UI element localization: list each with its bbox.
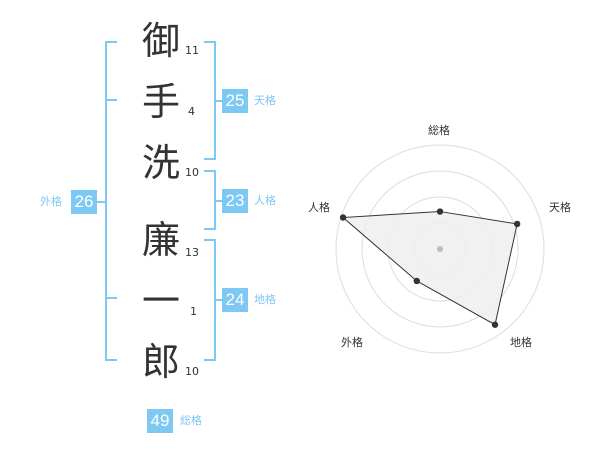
name-char-2: 手 [141, 80, 180, 124]
radar-point-4 [413, 277, 420, 285]
name-char-3-strokes: 10 [185, 166, 199, 179]
chikaku-label: 地格 [254, 293, 276, 306]
name-char-4: 廉 [141, 218, 180, 262]
radar-point-2 [513, 220, 521, 228]
name-char-4-strokes: 13 [185, 246, 199, 259]
soukaku-label: 総格 [180, 414, 202, 427]
name-char-1: 御 [141, 19, 180, 63]
name-char-6: 郎 [141, 340, 180, 384]
radar-area [341, 211, 518, 326]
tenkaku-badge: 25 [222, 89, 248, 113]
name-char-5-strokes: 1 [190, 305, 197, 318]
jinkaku-label: 人格 [254, 194, 276, 207]
radar-point-3 [491, 321, 499, 328]
radar-point-5 [339, 214, 347, 221]
name-char-6-strokes: 10 [185, 365, 199, 378]
name-char-2-strokes: 4 [188, 105, 195, 118]
name-char-1-strokes: 11 [185, 44, 199, 57]
radar-axis-label-soukaku: 総格 [428, 124, 450, 137]
radar-grid-ring-4 [335, 144, 545, 354]
tenkaku-label: 天格 [254, 94, 276, 107]
name-char-5: 一 [141, 279, 180, 323]
radar-point-1 [436, 208, 444, 215]
name-char-3: 洗 [141, 141, 180, 185]
radar-axis-label-jinkaku: 人格 [308, 201, 330, 214]
chikaku-badge: 24 [222, 288, 248, 312]
gaikaku-label: 外格 [40, 195, 62, 208]
gaikaku-badge: 26 [71, 190, 97, 214]
radar-axis-label-tenkaku: 天格 [549, 201, 571, 214]
radar-grid-ring-3 [361, 170, 519, 328]
radar-center [437, 246, 443, 252]
soukaku-badge: 49 [147, 409, 173, 433]
radar-axis-label-gaikaku: 外格 [341, 336, 363, 349]
jinkaku-badge: 23 [222, 189, 248, 213]
radar-axis-label-chikaku: 地格 [510, 336, 532, 349]
